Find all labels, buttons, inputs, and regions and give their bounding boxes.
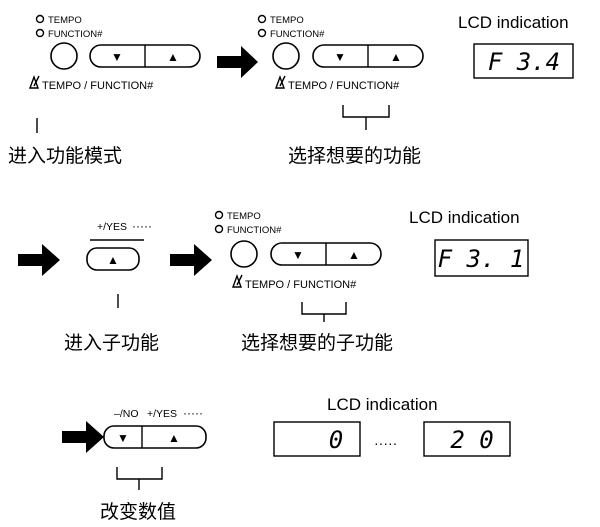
bracket-line — [116, 467, 163, 490]
tempo-function-label: TEMPO / FUNCTION# — [288, 80, 400, 92]
repeat-dots: ····· — [132, 219, 152, 233]
tempo-led-icon — [214, 210, 224, 220]
control-panel-b: TEMPO FUNCTION# ▼ ▲ TEMPO / FUNCTION# — [257, 14, 424, 92]
right-arrow-icon — [62, 421, 104, 453]
lcd-value: F 3.4 — [488, 48, 560, 76]
caption-enter-function-mode: 进入功能模式 — [8, 145, 122, 167]
function-led-label: FUNCTION# — [227, 225, 282, 236]
caption-select-subfunction: 选择想要的子功能 — [241, 332, 393, 354]
down-arrow-icon[interactable]: ▼ — [117, 431, 129, 445]
control-panel-c: TEMPO FUNCTION# ▼ ▲ TEMPO / FUNCTION# — [214, 210, 382, 291]
function-led-label: FUNCTION# — [48, 29, 103, 40]
up-arrow-icon[interactable]: ▲ — [167, 50, 179, 64]
lcd-title: LCD indication — [327, 395, 438, 414]
repeat-dots: ····· — [183, 406, 203, 420]
control-panel-a: TEMPO FUNCTION# ▼ ▲ TEMPO / FUNCTION# — [29, 14, 201, 92]
bracket-line — [301, 302, 347, 322]
yes-label: +/YES — [147, 408, 177, 420]
right-arrow-icon — [170, 244, 212, 276]
lcd-display — [434, 239, 529, 277]
down-arrow-icon[interactable]: ▼ — [292, 248, 304, 262]
lcd-display — [473, 43, 574, 79]
no-yes-button-group: –/NO +/YES ····· ▼ ▲ — [103, 406, 207, 449]
up-arrow-icon[interactable]: ▲ — [390, 50, 402, 64]
tempo-led-icon — [35, 14, 45, 24]
lcd-display-start — [273, 421, 361, 457]
function-led-icon — [214, 224, 224, 234]
right-arrow-icon — [217, 46, 258, 78]
tempo-led-icon — [257, 14, 267, 24]
tempo-led-label: TEMPO — [227, 211, 261, 222]
up-arrow-icon[interactable]: ▲ — [168, 431, 180, 445]
function-led-icon — [257, 28, 267, 38]
metronome-icon — [29, 74, 40, 89]
down-arrow-icon[interactable]: ▼ — [111, 50, 123, 64]
bracket-line — [342, 105, 390, 130]
function-led-icon — [35, 28, 45, 38]
up-arrow-icon[interactable]: ▲ — [107, 253, 119, 267]
lcd-value-end: 2 0 — [450, 426, 493, 454]
no-yes-button-pair[interactable] — [103, 425, 207, 449]
tempo-function-button[interactable] — [50, 42, 78, 70]
tempo-function-button[interactable] — [230, 240, 258, 268]
lcd-title: LCD indication — [409, 208, 520, 227]
no-label: –/NO — [114, 408, 139, 420]
up-arrow-icon[interactable]: ▲ — [348, 248, 360, 262]
lcd-range-dots: ····· — [374, 435, 397, 451]
lcd-title: LCD indication — [458, 13, 569, 32]
tempo-led-label: TEMPO — [270, 15, 304, 26]
right-arrow-icon — [18, 244, 60, 276]
lcd-display-end — [423, 421, 511, 457]
caption-change-value: 改变数值 — [100, 501, 176, 523]
caption-enter-subfunction: 进入子功能 — [64, 332, 159, 354]
metronome-icon — [232, 273, 243, 288]
tempo-function-button[interactable] — [272, 42, 300, 70]
tempo-led-label: TEMPO — [48, 15, 82, 26]
tempo-function-label: TEMPO / FUNCTION# — [42, 80, 154, 92]
lcd-value-start: 0 — [329, 426, 343, 454]
down-arrow-icon[interactable]: ▼ — [334, 50, 346, 64]
yes-button-group: +/YES ····· ▲ — [86, 219, 152, 271]
yes-button[interactable] — [86, 247, 140, 271]
caption-select-function: 选择想要的功能 — [288, 145, 421, 167]
yes-label: +/YES — [97, 221, 127, 233]
function-led-label: FUNCTION# — [270, 29, 325, 40]
tempo-function-label: TEMPO / FUNCTION# — [245, 279, 357, 291]
metronome-icon — [275, 74, 286, 89]
lcd-value: F 3. 1 — [438, 245, 525, 273]
